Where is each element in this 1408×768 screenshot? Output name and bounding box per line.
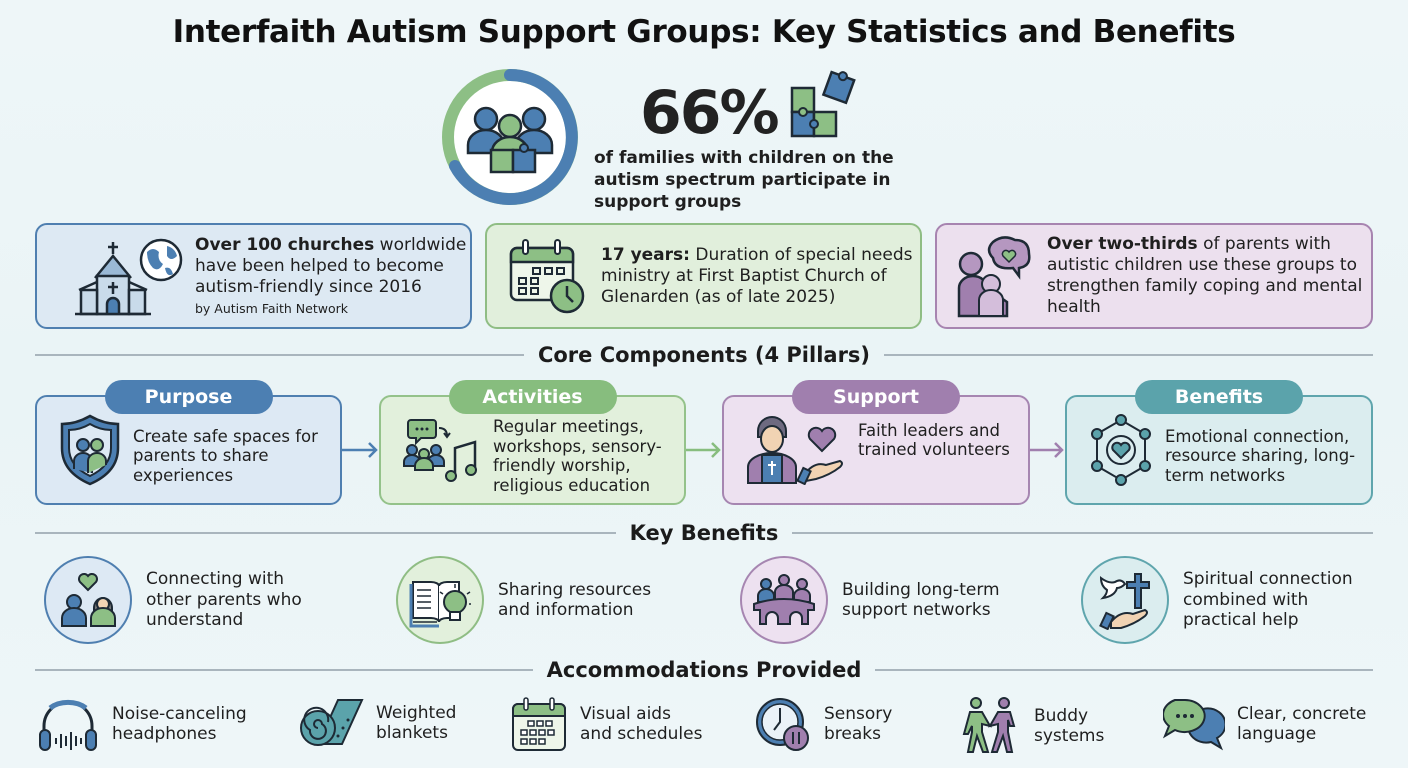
benefit-icon-circle xyxy=(740,556,828,644)
stat-source: by Autism Faith Network xyxy=(195,300,348,316)
pillar-text: Regular meetings, workshops, sensory-fri… xyxy=(493,417,662,495)
stat-card-years: 17 years: Duration of special needs mini… xyxy=(485,223,922,329)
buddy-walk-icon xyxy=(962,697,1016,753)
divider xyxy=(35,354,524,356)
divider xyxy=(35,669,533,671)
benefit-text: Sharing resources and information xyxy=(498,579,652,621)
benefit-item-spiritual: Spiritual connection combined with pract… xyxy=(1081,556,1363,644)
pillar-benefits: Benefits Emotional connection, resource … xyxy=(1065,380,1373,505)
pillar-support: Support Faith leaders and trained volunt… xyxy=(722,380,1030,505)
pillar-label: Activities xyxy=(448,380,617,414)
stat-card-parents: Over two-thirds of parents with autistic… xyxy=(935,223,1373,329)
benefit-icon-circle xyxy=(396,556,484,644)
section-heading: Core Components (4 Pillars) xyxy=(537,343,871,367)
arrow-right-icon xyxy=(1030,442,1064,458)
section-heading: Accommodations Provided xyxy=(546,658,862,682)
section-accommodations: Accommodations Provided xyxy=(35,658,1374,682)
divider xyxy=(792,532,1374,534)
page-title: Interfaith Autism Support Groups: Key St… xyxy=(172,14,1236,50)
pillar-label: Benefits xyxy=(1135,380,1303,414)
hero-percentage: 66% xyxy=(640,78,780,148)
calendar-clock-icon xyxy=(509,239,585,314)
dove-cross-hand-icon xyxy=(1099,573,1150,630)
pillar-text: Emotional connection, resource sharing, … xyxy=(1165,426,1356,485)
stat-text-years: 17 years: Duration of special needs mini… xyxy=(601,244,913,307)
pillar-text: Create safe spaces for parents to share … xyxy=(133,426,318,485)
calendar-grid-icon xyxy=(512,697,566,751)
blanket-roll-icon xyxy=(300,699,364,746)
pillar-text: Faith leaders and trained volunteers xyxy=(858,420,1010,460)
pillar-label: Purpose xyxy=(104,380,273,414)
benefit-icon-circle xyxy=(1081,556,1169,644)
parents-heart-icon xyxy=(61,573,116,627)
divider xyxy=(875,669,1374,671)
embrace-mind-icon xyxy=(957,236,1031,318)
speech-bubbles-icon xyxy=(1163,699,1225,751)
clock-pause-icon xyxy=(756,698,809,751)
headphones-icon xyxy=(39,699,97,751)
stat-text-parents: Over two-thirds of parents with autistic… xyxy=(1047,234,1363,317)
group-chat-music-icon xyxy=(403,419,477,482)
pillar-purpose: Purpose Create safe spaces for parents t… xyxy=(35,380,342,505)
book-lightbulb-icon xyxy=(409,581,471,628)
benefit-item-networks: Building long-term support networks xyxy=(740,556,1022,644)
divider xyxy=(35,532,616,534)
pillar-label: Support xyxy=(792,380,960,414)
stat-card-churches: Over 100 churches worldwide have been he… xyxy=(35,223,472,329)
people-bridge-icon xyxy=(753,574,815,625)
stat-text-churches: Over 100 churches worldwide have been he… xyxy=(195,235,470,318)
benefit-item-sharing: Sharing resources and information xyxy=(396,556,668,644)
benefit-text: Building long-term support networks xyxy=(842,579,1000,621)
benefit-text: Connecting with other parents who unders… xyxy=(146,569,302,631)
family-puzzle-icon xyxy=(442,69,578,205)
arrow-right-icon xyxy=(342,442,378,458)
shield-family-icon xyxy=(60,414,120,486)
divider xyxy=(884,354,1373,356)
clergy-heart-hand-icon xyxy=(747,416,843,485)
section-core-components: Core Components (4 Pillars) xyxy=(35,343,1373,367)
benefit-item-connecting: Connecting with other parents who unders… xyxy=(44,556,326,644)
benefit-icon-circle xyxy=(44,556,132,644)
puzzle-icon xyxy=(790,70,856,138)
section-key-benefits: Key Benefits xyxy=(35,521,1374,545)
hero-description: of families with children on the autism … xyxy=(594,148,894,212)
church-globe-icon xyxy=(75,238,183,316)
arrow-right-icon xyxy=(686,442,721,458)
section-heading: Key Benefits xyxy=(629,521,779,545)
network-heart-icon xyxy=(1091,414,1151,486)
benefit-text: Spiritual connection combined with pract… xyxy=(1183,569,1353,631)
pillar-activities: Activities Regular meetings, workshops, … xyxy=(379,380,686,505)
